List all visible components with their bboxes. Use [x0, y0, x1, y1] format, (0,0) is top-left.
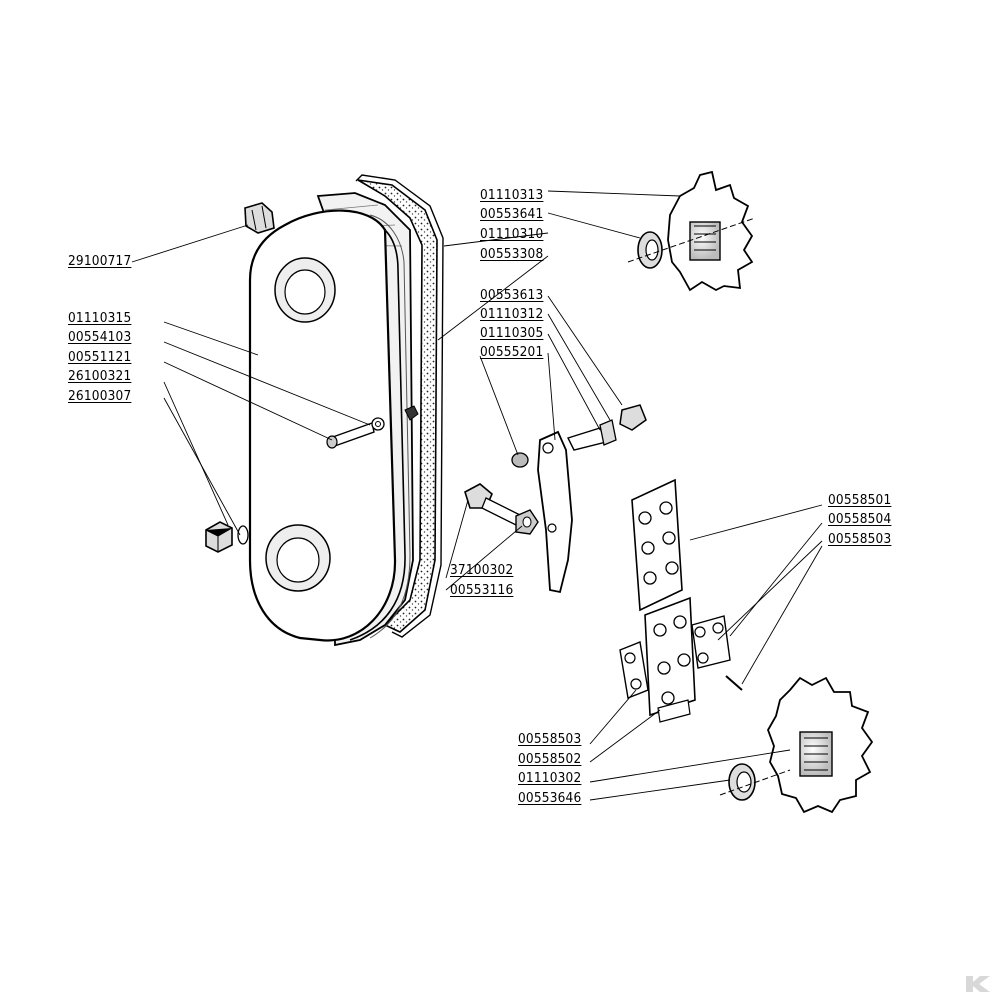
- part-label-00553116: 00553116: [450, 582, 514, 598]
- part-label-00558502: 00558502: [518, 751, 582, 767]
- part-label-00554103: 00554103: [68, 329, 132, 345]
- part-label-00553308: 00553308: [480, 246, 544, 262]
- part-label-01110310: 01110310: [480, 226, 544, 242]
- part-label-37100302: 37100302: [450, 562, 514, 578]
- part-label-00558501: 00558501: [828, 492, 892, 508]
- part-label-00551121: 00551121: [68, 349, 132, 365]
- brand-logo-icon: [966, 976, 990, 992]
- gasket: [355, 174, 444, 638]
- chain-case-cover: [248, 209, 411, 642]
- part-label-26100307: 26100307: [68, 388, 132, 404]
- top-sprocket: [627, 170, 756, 292]
- part-label-01110302: 01110302: [518, 770, 582, 786]
- part-label-26100321: 26100321: [68, 368, 132, 384]
- part-label-00558504: 00558504: [828, 511, 892, 527]
- part-label-00555201: 00555201: [480, 344, 544, 360]
- part-label-01110313: 01110313: [480, 187, 544, 203]
- part-label-00558503-left: 00558503: [518, 731, 582, 747]
- lower-bolt: [205, 521, 249, 553]
- part-label-01110315: 01110315: [68, 310, 132, 326]
- part-label-00558503-right: 00558503: [828, 531, 892, 547]
- leader-lines: [131, 190, 823, 801]
- roller-chain: [619, 478, 743, 723]
- part-label-00553646: 00553646: [518, 790, 582, 806]
- part-label-00553613: 00553613: [480, 287, 544, 303]
- tensioner-arm: [511, 404, 647, 594]
- part-label-01110305: 01110305: [480, 325, 544, 341]
- part-label-00553641: 00553641: [480, 206, 544, 222]
- tensioner-bolt: [464, 483, 539, 535]
- bottom-sprocket: [719, 676, 874, 814]
- oil-plug: [244, 202, 275, 234]
- part-label-01110312: 01110312: [480, 306, 544, 322]
- part-label-29100717: 29100717: [68, 253, 132, 269]
